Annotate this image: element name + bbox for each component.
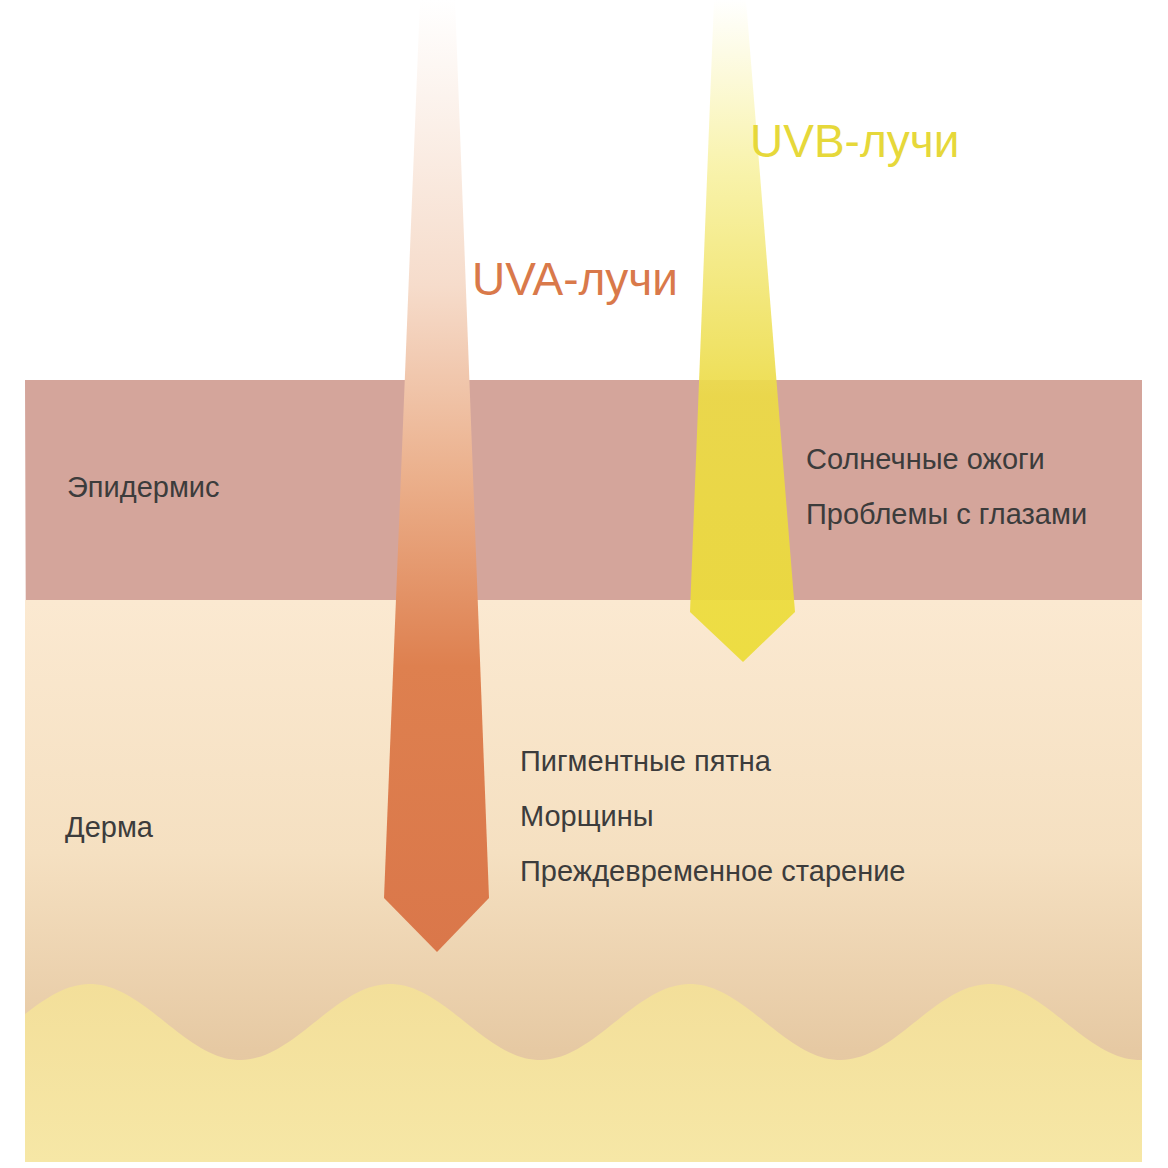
effect-text: Пигментные пятна (520, 746, 771, 778)
effect-text: Морщины (520, 801, 654, 833)
ray-label: UVB-лучи (750, 116, 959, 167)
dermis-band: Дерма Пигментные пятнаМорщиныПреждевремен… (25, 600, 1142, 1162)
epidermis-band: Эпидермис Солнечные ожогиПроблемы с глаза… (25, 380, 1142, 690)
epidermis-shape (25, 380, 1142, 690)
layer-name: Эпидермис (67, 472, 220, 504)
layer-name: Дерма (65, 812, 153, 844)
uvb-ray (690, 0, 795, 662)
ray-label: UVA-лучи (472, 254, 678, 305)
effect-text: Солнечные ожоги (806, 444, 1045, 476)
effect-text: Преждевременное старение (520, 856, 905, 888)
subcutaneous-layer (25, 984, 1142, 1162)
effect-text: Проблемы с глазами (806, 499, 1087, 531)
dermis-fill (25, 600, 1142, 1162)
